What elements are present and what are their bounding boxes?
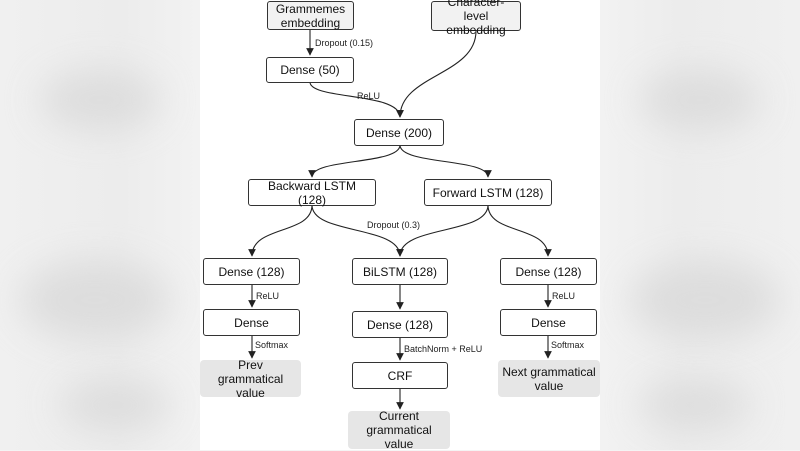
- background-blob: [40, 70, 160, 130]
- background-blob: [640, 380, 750, 430]
- edge-label-softmax-left: Softmax: [255, 340, 289, 350]
- next-grammatical-value-node: Next grammatical value: [498, 360, 600, 397]
- dense-left-node: Dense: [203, 309, 300, 336]
- dense-50-node: Dense (50): [266, 57, 354, 83]
- edge-dense50-to-dense200: [309, 81, 404, 118]
- edge-label-dropout-03: Dropout (0.3): [367, 220, 421, 230]
- crf-node: CRF: [352, 362, 448, 389]
- edge-label-dropout-015: Dropout (0.15): [315, 38, 374, 48]
- edge-charlevel-to-dense200: [396, 30, 477, 118]
- edge-forward-to-bilstm: [396, 204, 489, 257]
- bilstm-node: BiLSTM (128): [352, 258, 448, 285]
- edge-label-relu-left: ReLU: [256, 291, 280, 301]
- background-blob: [60, 380, 170, 430]
- edge-backward-to-dense128-left: [248, 204, 313, 257]
- dense-200-node: Dense (200): [354, 119, 444, 146]
- character-level-embedding-node: Character-level embedding: [431, 0, 521, 37]
- current-grammatical-value-node: Current grammatical value: [348, 409, 450, 451]
- background-blob: [630, 260, 780, 340]
- forward-lstm-node: Forward LSTM (128): [424, 179, 552, 206]
- dense-right-node: Dense: [500, 309, 597, 336]
- prev-grammatical-value-node: Prev grammatical value: [200, 358, 301, 400]
- dense-128-left-node: Dense (128): [203, 258, 300, 285]
- dense-128-right-node: Dense (128): [500, 258, 597, 285]
- backward-lstm-node: Backward LSTM (128): [248, 179, 376, 207]
- dense-128-center-node: Dense (128): [352, 311, 448, 338]
- edge-label-relu-top: ReLU: [357, 91, 381, 101]
- edge-label-batchnorm-relu: BatchNorm + ReLU: [404, 344, 483, 354]
- edge-forward-to-dense128-right: [487, 204, 552, 257]
- background-blob: [640, 70, 760, 130]
- grammemes-embedding-node: Grammemes embedding: [267, 1, 354, 30]
- edge-label-relu-right: ReLU: [552, 291, 576, 301]
- background-right: [600, 0, 800, 450]
- edge-dense200-to-forward: [399, 144, 492, 178]
- edge-backward-to-bilstm: [311, 204, 404, 257]
- edge-dense200-to-backward: [308, 144, 401, 178]
- background-left: [0, 0, 200, 450]
- background-blob: [20, 260, 170, 340]
- edge-label-softmax-right: Softmax: [551, 340, 585, 350]
